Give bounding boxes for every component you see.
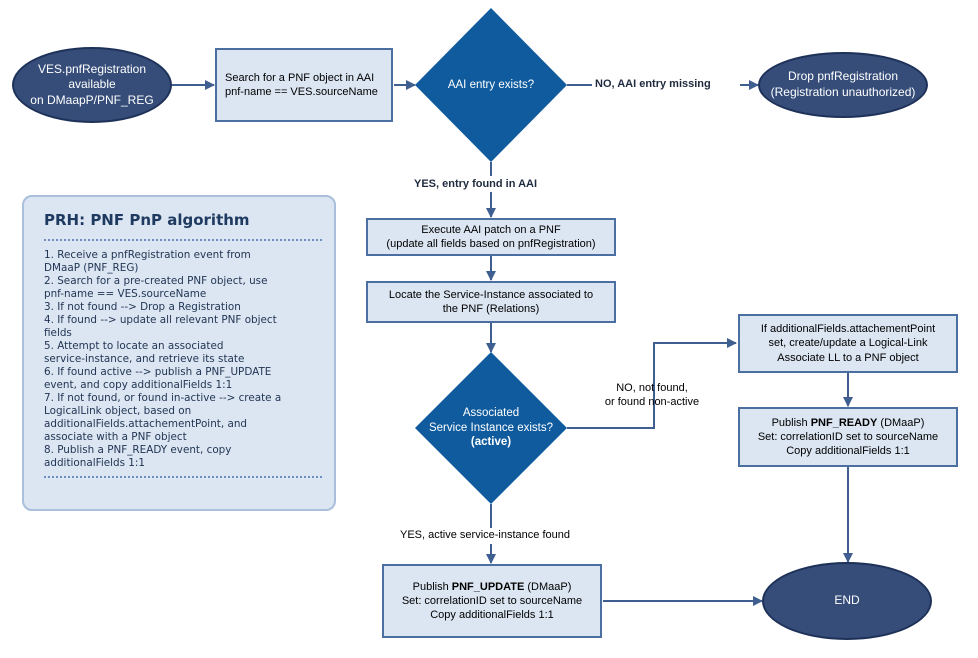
pnf-update-prefix: Publish [412, 580, 452, 593]
si-exists-label: Associated Service Instance exists? (act… [425, 402, 557, 454]
algorithm-step-4: 4. If found --> update all relevant PNF … [44, 314, 277, 339]
si-line-2: Service Instance exists? [428, 421, 553, 434]
pnf-ready-prefix: Publish [771, 416, 811, 429]
end-text: END [834, 593, 860, 608]
edge-si-no [567, 338, 737, 429]
search-aai-box: Search for a PNF object in AAI pnf-name … [215, 48, 393, 122]
search-aai-line-1: Search for a PNF object in AAI [225, 71, 375, 84]
locate-box: Locate the Service-Instance associated t… [366, 281, 616, 323]
algorithm-divider-bottom [44, 476, 322, 478]
algorithm-step-1: 1. Receive a pnfRegistration event from … [44, 249, 251, 274]
start-line-2: on DMaapP/PNF_REG [30, 92, 154, 107]
aai-exists-diamond [415, 8, 567, 162]
algorithm-divider-top [44, 239, 322, 241]
algorithm-step-5: 5. Attempt to locate an associated servi… [44, 340, 245, 365]
pnf-update-line-2: Set: correlationID set to sourceName [401, 594, 583, 607]
aai-no-label: NO, AAI entry missing [595, 78, 711, 90]
aai-yes-text: YES, entry found in AAI [414, 178, 538, 190]
si-line-1: Associated [462, 406, 520, 419]
si-no-line-2: or found non-active [604, 396, 700, 409]
pnf-ready-title: Publish PNF_READY (DMaaP) [772, 416, 925, 430]
drop-line-1: Drop pnfRegistration [787, 69, 899, 84]
si-line-3: (active) [470, 436, 512, 449]
si-no-line-1: NO, not found, [616, 382, 688, 394]
start-line-1: VES.pnfRegistration available [37, 61, 147, 92]
aai-yes-label: YES, entry found in AAI [414, 178, 537, 190]
start-ellipse: VES.pnfRegistration available on DMaapP/… [12, 47, 172, 123]
si-no-label: NO, not found, or found non-active [572, 381, 732, 410]
algorithm-title: PRH: PNF PnP algorithm [44, 211, 250, 229]
pnf-update-line-3: Copy additionalFields 1:1 [430, 609, 554, 622]
si-exists-diamond [415, 352, 567, 504]
patch-line-2: (update all fields based on pnfRegistrat… [386, 238, 596, 250]
aai-exists-text: AAI entry exists? [447, 78, 535, 91]
pnf-update-event: PNF_UPDATE [451, 580, 525, 593]
create-ll-line-1: If additionalFields.attachementPoint [760, 323, 936, 336]
algorithm-steps: 1. Receive a pnfRegistration event from … [44, 249, 322, 470]
pnf-ready-box: Publish PNF_READY (DMaaP) Set: correlati… [738, 407, 958, 467]
create-ll-box: If additionalFields.attachementPoint set… [738, 314, 958, 373]
pnf-ready-event: PNF_READY [810, 416, 878, 429]
locate-line-2: the PNF (Relations) [442, 303, 540, 315]
pnf-update-suffix: (DMaaP) [524, 580, 572, 593]
aai-no-text: NO, AAI entry missing [595, 78, 711, 90]
drop-ellipse: Drop pnfRegistration (Registration unaut… [758, 52, 928, 118]
locate-line-1: Locate the Service-Instance associated t… [388, 288, 594, 301]
pnf-ready-suffix: (DMaaP) [877, 416, 925, 429]
pnf-update-box: Publish PNF_UPDATE (DMaaP) Set: correlat… [382, 564, 602, 638]
algorithm-step-3: 3. If not found --> Drop a Registration [44, 301, 241, 313]
patch-box: Execute AAI patch on a PNF (update all f… [366, 218, 616, 256]
patch-line-1: Execute AAI patch on a PNF [421, 223, 561, 236]
search-aai-line-2: pnf-name == VES.sourceName [225, 86, 378, 98]
pnf-ready-line-3: Copy additionalFields 1:1 [786, 445, 910, 458]
create-ll-line-2: set, create/update a Logical-Link [768, 337, 928, 350]
drop-line-2: (Registration unauthorized) [770, 85, 916, 99]
aai-exists-label: AAI entry exists? [425, 70, 557, 100]
end-ellipse: END [762, 562, 932, 640]
algorithm-step-2: 2. Search for a pre-created PNF object, … [44, 275, 268, 300]
algorithm-step-6: 6. If found active --> publish a PNF_UPD… [44, 366, 272, 391]
si-yes-text: YES, active service-instance found [400, 529, 570, 541]
pnf-ready-line-2: Set: correlationID set to sourceName [757, 430, 939, 443]
pnf-update-title: Publish PNF_UPDATE (DMaaP) [413, 580, 572, 594]
algorithm-panel: PRH: PNF PnP algorithm 1. Receive a pnfR… [22, 195, 336, 511]
algorithm-step-8: 8. Publish a PNF_READY event, copy addit… [44, 444, 232, 469]
create-ll-line-3: Associate LL to a PNF object [777, 351, 919, 364]
si-yes-label: YES, active service-instance found [400, 529, 570, 541]
algorithm-step-7: 7. If not found, or found in-active --> … [44, 392, 282, 443]
